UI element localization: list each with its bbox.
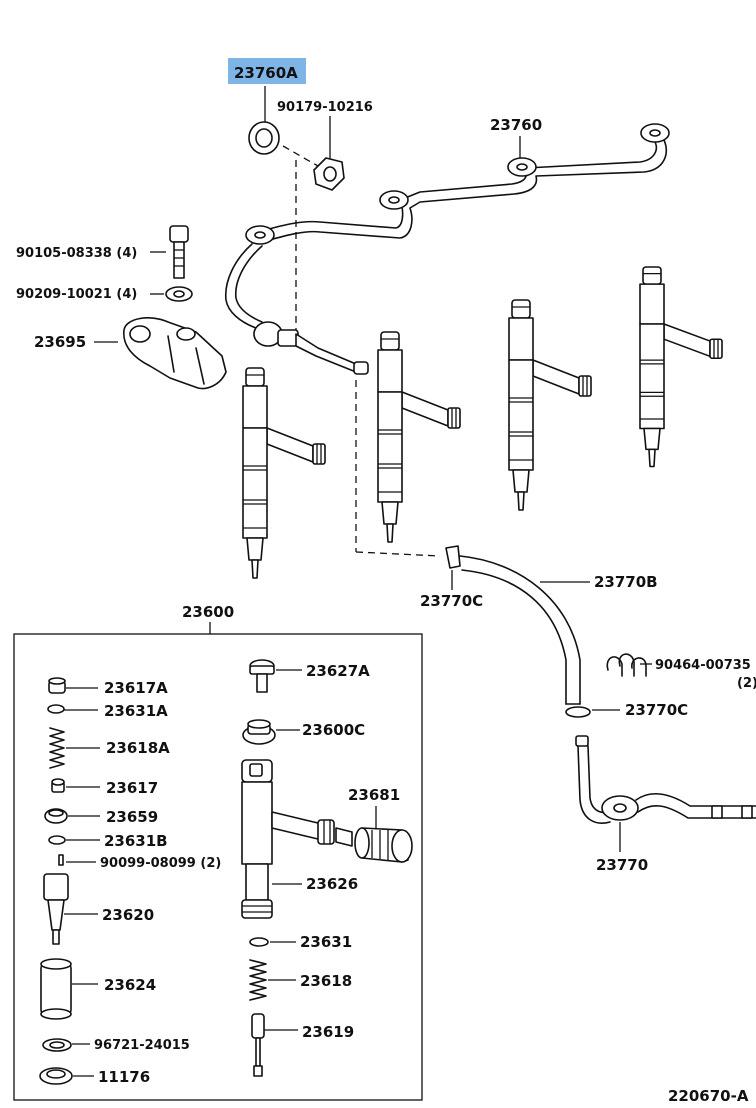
label-23770B[interactable]: 23770B xyxy=(594,573,658,591)
label-23760[interactable]: 23760 xyxy=(490,116,542,134)
label-90099-08099[interactable]: 90099-08099 (2) xyxy=(100,856,221,871)
label-23631A[interactable]: 23631A xyxy=(104,702,168,720)
spring-23618A xyxy=(49,727,65,769)
label-23770C-low[interactable]: 23770C xyxy=(625,701,688,719)
cap-23681 xyxy=(354,827,413,863)
rod-23619 xyxy=(251,1013,265,1077)
leak-off-pipe-23760 xyxy=(224,123,670,375)
label-23624[interactable]: 23624 xyxy=(104,976,156,994)
label-90464-qty[interactable]: (2) xyxy=(737,676,756,691)
clamp-23695 xyxy=(123,317,227,390)
label-23600C[interactable]: 23600C xyxy=(302,721,365,739)
part-23617A xyxy=(48,677,66,694)
label-23631B[interactable]: 23631B xyxy=(104,832,168,850)
label-90179-10216[interactable]: 90179-10216 xyxy=(277,100,373,115)
pin-90099 xyxy=(58,854,64,866)
injector-1 xyxy=(242,367,326,579)
washer-96721 xyxy=(42,1038,72,1052)
label-23760A[interactable]: 23760A xyxy=(234,64,298,82)
label-23627A[interactable]: 23627A xyxy=(306,662,370,680)
injector-4 xyxy=(639,266,723,468)
label-23695[interactable]: 23695 xyxy=(34,333,86,351)
label-23681[interactable]: 23681 xyxy=(348,786,400,804)
label-23619[interactable]: 23619 xyxy=(302,1023,354,1041)
part-23631A xyxy=(47,704,65,714)
label-23770C-top[interactable]: 23770C xyxy=(420,592,483,610)
label-23770[interactable]: 23770 xyxy=(596,856,648,874)
highlight-23760A xyxy=(228,58,306,84)
label-23617A[interactable]: 23617A xyxy=(104,679,168,697)
part-23631B xyxy=(48,835,66,845)
injector-body-23626 xyxy=(241,759,353,919)
bolt-90105 xyxy=(169,225,189,279)
label-23617[interactable]: 23617 xyxy=(106,779,158,797)
clamp-23770C xyxy=(565,706,591,718)
label-90464-00735[interactable]: 90464-00735 xyxy=(655,658,751,673)
ring-23631 xyxy=(249,937,269,947)
label-90105-08338[interactable]: 90105-08338 (4) xyxy=(16,246,137,261)
label-23618A[interactable]: 23618A xyxy=(106,739,170,757)
gasket-23760A xyxy=(248,121,280,155)
bolt-23627A xyxy=(249,659,275,693)
injector-2 xyxy=(377,331,461,543)
label-23659[interactable]: 23659 xyxy=(106,808,158,826)
washer-90209 xyxy=(165,286,193,302)
seal-11176 xyxy=(39,1067,73,1085)
part-23617 xyxy=(51,778,65,793)
clip-90464 xyxy=(606,653,647,677)
label-96721-24015[interactable]: 96721-24015 xyxy=(94,1038,190,1053)
part-23600C xyxy=(242,719,276,745)
diagram-id: 220670-A xyxy=(668,1087,749,1105)
label-23600[interactable]: 23600 xyxy=(182,603,234,621)
label-23620[interactable]: 23620 xyxy=(102,906,154,924)
nut-23624 xyxy=(40,958,72,1020)
label-23626[interactable]: 23626 xyxy=(306,875,358,893)
injector-3 xyxy=(508,299,592,511)
pipe-23770 xyxy=(575,735,756,824)
part-23659 xyxy=(44,808,68,824)
nozzle-23620 xyxy=(43,873,69,945)
leak-hose-23770B xyxy=(445,545,581,705)
label-23618[interactable]: 23618 xyxy=(300,972,352,990)
nut-90179 xyxy=(313,157,345,191)
assembly-box-23600 xyxy=(13,633,423,1101)
spring-23618 xyxy=(249,959,267,1001)
label-23631[interactable]: 23631 xyxy=(300,933,352,951)
label-11176[interactable]: 11176 xyxy=(98,1068,150,1086)
label-90209-10021[interactable]: 90209-10021 (4) xyxy=(16,287,137,302)
